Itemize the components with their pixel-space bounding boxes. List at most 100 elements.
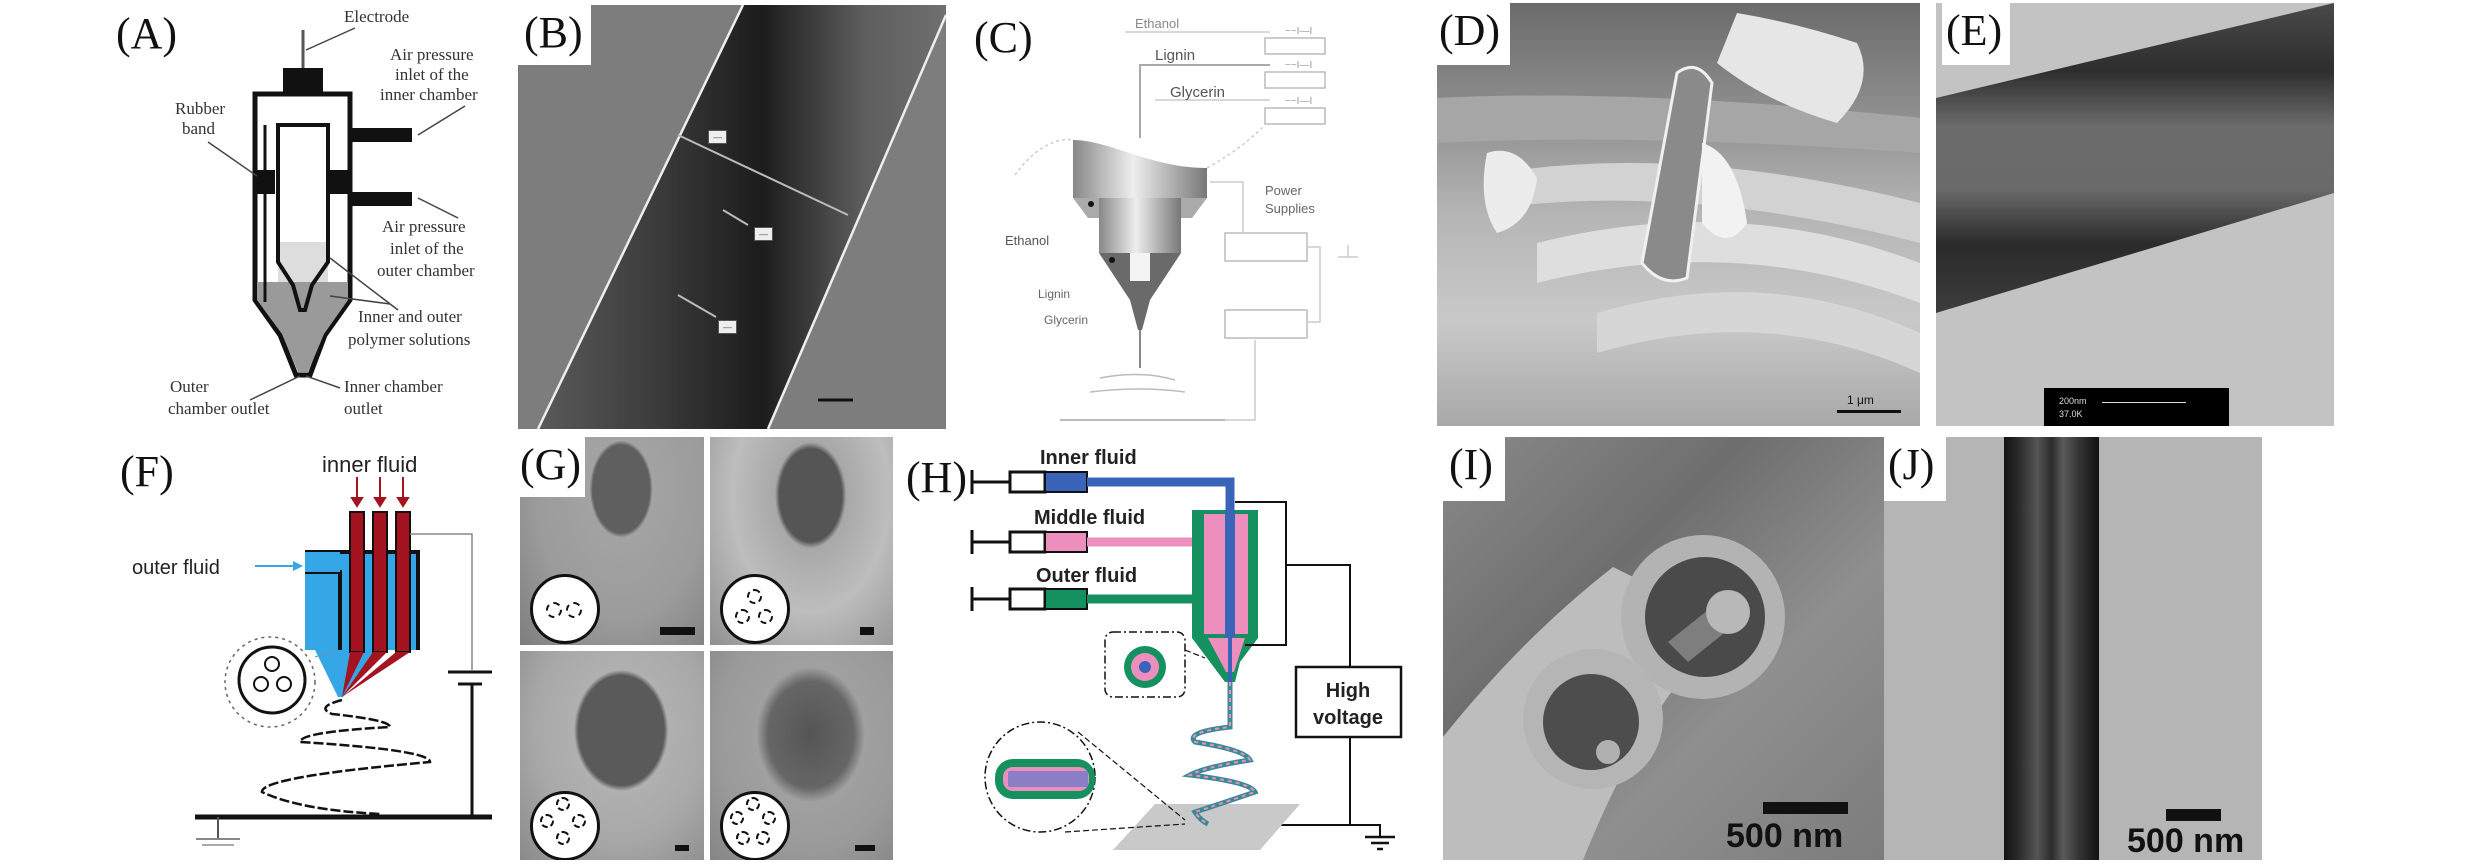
panel-label-i: (I): [1443, 437, 1505, 501]
channel: [756, 831, 770, 845]
tem-micrograph-j: 500 nm: [1884, 437, 2262, 860]
fiber: [2004, 437, 2099, 860]
panel-label-h: (H): [906, 453, 968, 502]
scale-bar-g4: [855, 845, 875, 851]
panel-label-b: (B): [518, 5, 591, 65]
label-air-inner-1: Air pressure: [390, 45, 474, 64]
scale-bar-g1: [660, 627, 695, 635]
channel: [556, 797, 570, 811]
channel-inset: [720, 574, 790, 644]
inner-fluid-syringe: [1044, 471, 1088, 493]
label-rubber-1: Rubber: [175, 99, 225, 118]
label-high: High: [1326, 680, 1370, 702]
svg-text:~~I—I: ~~I—I: [1285, 60, 1312, 71]
scale-bar-label-j: 500 nm: [2127, 822, 2245, 860]
panel-label-f: (F): [120, 447, 174, 496]
scale-bar-box-e: 200nm 37.0K: [2044, 388, 2229, 426]
label-power: Power: [1265, 183, 1303, 198]
label-outer-outlet-1: Outer: [170, 377, 209, 396]
channel: [746, 797, 760, 811]
label-lignin-top: Lignin: [1155, 47, 1195, 64]
label-glycerin-side: Glycerin: [1044, 313, 1088, 327]
lignin-spinneret-schematic: ~~I—I ~~I—I ~~I—I Ethanol Lignin Glyceri…: [1005, 16, 1358, 421]
label-inner-fluid: inner fluid: [322, 452, 417, 477]
scale-bar-label-d: 1 μm: [1847, 393, 1874, 407]
panel-e: 200nm 37.0K (E): [1936, 3, 2334, 426]
label-air-inner-2: inlet of the: [395, 65, 469, 84]
channel: [546, 602, 562, 618]
scale-bar-g3: [675, 845, 689, 851]
panel-h: (H): [900, 432, 1430, 866]
label-outer-outlet-2: chamber outlet: [168, 399, 270, 418]
sem-micrograph-g-5ch: [710, 651, 893, 860]
channel: [540, 814, 554, 828]
panel-i: 500 nm (I): [1443, 437, 1884, 860]
label-air-outer-3: outer chamber: [377, 261, 475, 280]
panel-c: (C) ~~I—I ~~I—I ~~I—I: [960, 0, 1420, 430]
label-outer-fluid: outer fluid: [132, 557, 220, 579]
channel: [758, 609, 773, 624]
outer-fluid-syringe: [1044, 588, 1088, 610]
scale-bar-label-e: 200nm: [2059, 396, 2087, 406]
scale-info-e: 37.0K: [2059, 409, 2083, 419]
label-air-inner-3: inner chamber: [380, 85, 478, 104]
label-electrode: Electrode: [344, 7, 409, 26]
channel: [735, 609, 750, 624]
panel-label-c: (C): [974, 13, 1033, 62]
measurement-label: —: [708, 130, 727, 144]
channel: [572, 814, 586, 828]
label-middle-fluid: Middle fluid: [1034, 507, 1145, 529]
label-voltage: voltage: [1313, 707, 1383, 729]
label-air-outer-2: inlet of the: [390, 239, 464, 258]
scale-bar-j: [2166, 809, 2221, 821]
middle-fluid-syringe: [1044, 531, 1088, 553]
label-ethanol-side: Ethanol: [1005, 233, 1049, 248]
panel-b: — — — (B): [518, 5, 946, 429]
triaxial-spinneret-schematic: Inner fluid Middle fluid Outer fluid Hig…: [970, 447, 1403, 851]
label-solutions-2: polymer solutions: [348, 330, 470, 349]
svg-text:~~I—I: ~~I—I: [1285, 26, 1312, 37]
label-rubber-2: band: [182, 119, 216, 138]
channel: [730, 811, 744, 825]
label-inner-outlet-1: Inner chamber: [344, 377, 443, 396]
label-glycerin-top: Glycerin: [1170, 84, 1225, 101]
tem-micrograph-e: 200nm 37.0K: [1936, 3, 2334, 426]
panel-label-g: (G): [512, 437, 586, 497]
svg-text:~~I—I: ~~I—I: [1285, 96, 1312, 107]
panel-d: 1 μm (D): [1437, 3, 1920, 426]
sem-micrograph-i: 500 nm: [1443, 437, 1884, 860]
scale-bar-d: [1837, 410, 1901, 413]
label-supplies: Supplies: [1265, 201, 1315, 216]
multichannel-spinneret-schematic: inner fluid outer fluid: [132, 452, 492, 846]
channel: [566, 602, 582, 618]
panel-j: 500 nm (J): [1884, 437, 2262, 860]
label-air-outer-1: Air pressure: [382, 217, 466, 236]
label-inner-fluid: Inner fluid: [1040, 447, 1137, 469]
coaxial-spinneret-schematic: Electrode Air pressure inlet of the inne…: [168, 7, 478, 418]
channel: [762, 811, 776, 825]
label-solutions-1: Inner and outer: [358, 307, 462, 326]
channel: [747, 589, 762, 604]
label-ethanol-top: Ethanol: [1135, 16, 1179, 31]
panel-g: (G): [512, 437, 895, 860]
sem-micrograph-g-3ch: [710, 437, 893, 645]
sem-micrograph-d: 1 μm: [1437, 3, 1920, 426]
scale-bar-i: [1763, 802, 1848, 814]
scale-bar-label-i: 500 nm: [1726, 817, 1844, 855]
panel-label-d: (D): [1437, 3, 1511, 65]
label-lignin-side: Lignin: [1038, 287, 1070, 301]
measurement-label: —: [718, 320, 737, 334]
label-inner-outlet-2: outlet: [344, 399, 383, 418]
scale-bar-e: [2102, 402, 2186, 403]
channel: [556, 831, 570, 845]
panel-a: (A) Electrode Air pressure inlet of the …: [100, 0, 520, 430]
panel-label-j: (J): [1884, 437, 1947, 501]
panel-label-a: (A): [116, 9, 178, 58]
scale-bar-g2: [860, 627, 874, 635]
label-outer-fluid: Outer fluid: [1036, 565, 1137, 587]
panel-f: (F): [100, 432, 500, 866]
channel-inset: [530, 574, 600, 644]
panel-label-e: (E): [1942, 3, 2011, 65]
measurement-label: —: [754, 227, 773, 241]
tem-micrograph-b: — — —: [518, 5, 946, 429]
